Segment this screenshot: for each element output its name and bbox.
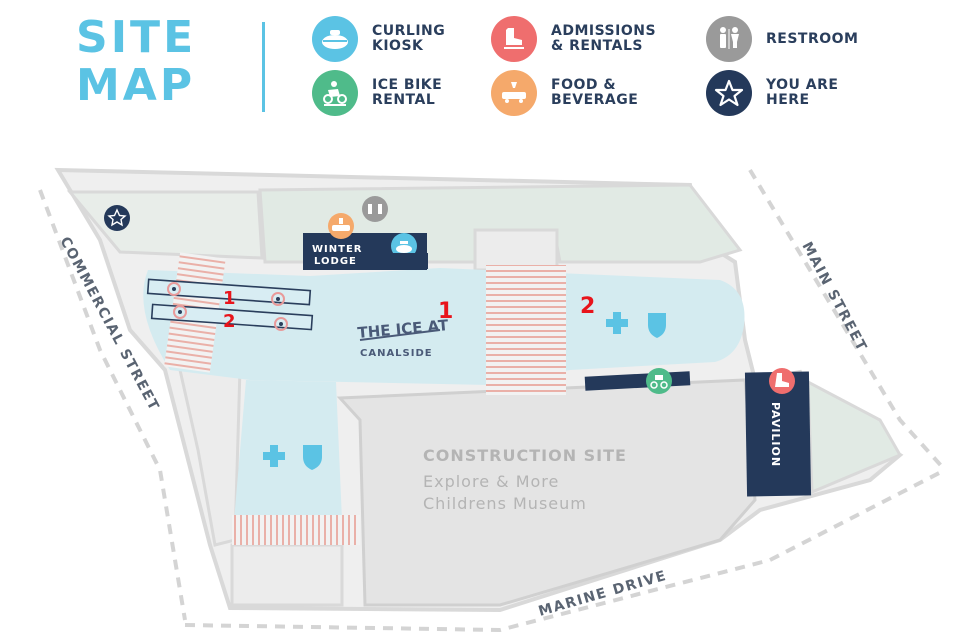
curling-lane-1 — [146, 278, 312, 306]
logo-line-2: CANALSIDE — [360, 348, 433, 359]
green-area-northwest — [66, 190, 264, 260]
security-shield-icon — [303, 445, 322, 470]
curling-kiosk-bar — [388, 253, 428, 269]
legend-curling-kiosk: CURLING KIOSK — [312, 16, 445, 62]
legend-restroom: RESTROOM — [706, 16, 859, 62]
legend-food-beverage: FOOD & BEVERAGE — [491, 70, 638, 116]
green-area-east — [806, 379, 903, 495]
winter-lodge-line-2: LODGE — [314, 256, 357, 267]
street-label-main: MAIN STREET — [798, 239, 869, 354]
legend-label-food: FOOD & BEVERAGE — [551, 77, 639, 108]
title-divider — [262, 22, 265, 112]
crossing-south — [232, 515, 360, 545]
star-icon — [706, 70, 752, 116]
legend-label-you-are-here: YOU ARE HERE — [766, 77, 839, 108]
skate-icon — [769, 368, 795, 394]
title-line-2: MAP — [76, 60, 196, 111]
construction-line-2: Childrens Museum — [423, 494, 587, 513]
building-southwest — [230, 543, 344, 607]
ice-rink-south — [232, 380, 360, 545]
food-icon — [491, 70, 537, 116]
ice-bike-icon — [646, 368, 672, 394]
first-aid-cross-icon — [263, 445, 285, 467]
rink-number-1: 1 — [438, 299, 453, 324]
building-north — [473, 228, 559, 272]
legend-admissions-rentals: ADMISSIONS & RENTALS — [491, 16, 656, 62]
legend-label-admissions: ADMISSIONS & RENTALS — [551, 23, 657, 54]
curling-lanes — [146, 278, 314, 331]
construction-line-1: Explore & More — [423, 472, 559, 491]
pavilion-label: PAVILION — [769, 402, 782, 467]
construction-site-title: CONSTRUCTION SITE — [423, 446, 627, 465]
construction-site-area — [336, 378, 757, 607]
winter-lodge-line-1: WINTER — [312, 244, 362, 255]
legend-label-curling: CURLING KIOSK — [372, 23, 446, 54]
food-icon — [328, 213, 354, 239]
legend-label-ice-bike: ICE BIKE RENTAL — [372, 77, 443, 108]
restroom-icon — [362, 196, 388, 222]
title-line-1: SITE — [76, 12, 197, 63]
legend-label-restroom: RESTROOM — [766, 30, 859, 47]
curling-stone-icon — [312, 16, 358, 62]
security-shield-icon — [648, 313, 666, 338]
curling-stone-icon — [391, 233, 417, 259]
restroom-icon — [706, 16, 752, 62]
site-map-title: SITE MAP — [76, 14, 196, 110]
legend-ice-bike: ICE BIKE RENTAL — [312, 70, 442, 116]
crossing-center — [486, 265, 566, 395]
pavilion — [744, 371, 812, 497]
lane-number-1: 1 — [223, 288, 236, 309]
rink-number-2: 2 — [580, 294, 595, 319]
legend-you-are-here: YOU ARE HERE — [706, 70, 838, 116]
curling-lane-2 — [150, 303, 314, 331]
first-aid-cross-icon — [606, 312, 628, 334]
star-icon — [104, 205, 130, 231]
skate-icon — [491, 16, 537, 62]
lane-number-2: 2 — [223, 311, 236, 332]
street-dashes — [38, 168, 947, 633]
ice-bike-icon — [312, 70, 358, 116]
